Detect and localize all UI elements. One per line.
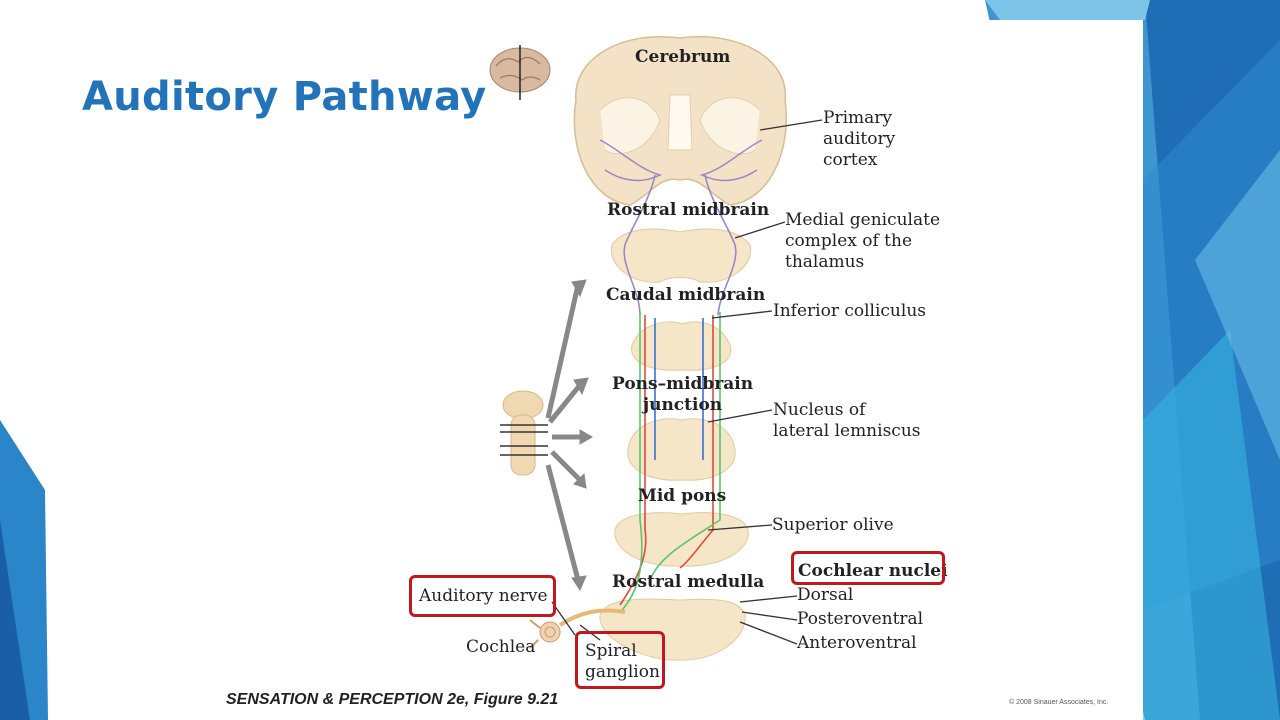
nucleus-lateral-lemniscus-label: Nucleus of lateral lemniscus [773,400,921,441]
superior-olive-label: Superior olive [772,515,894,535]
figure-caption: SENSATION & PERCEPTION 2e, Figure 9.21 [226,691,559,708]
mid-pons-section [614,512,749,567]
page-title: Auditory Pathway [82,74,487,120]
posteroventral-label: Posteroventral [797,609,924,629]
medial-geniculate-label: Medial geniculate complex of the thalamu… [785,210,941,272]
caudal-midbrain-section [631,321,732,371]
auditory-nerve-highlight-box [409,575,556,617]
brainstem-icon [500,390,548,476]
cerebrum-section [573,36,787,206]
caudal-midbrain-label: Caudal midbrain [606,285,766,305]
leader-lines [551,119,823,645]
primary-auditory-cortex-label: Primary auditory cortex [823,108,896,170]
cochlea-illustration [529,619,561,649]
copyright-notice: © 2008 Sinauer Associates, Inc. [1009,699,1109,706]
brain-icon [489,45,551,100]
spiral-ganglion-highlight-box [575,631,665,689]
spiral-ganglion-label: Spiral ganglion [585,641,660,682]
pons-midbrain-section [627,418,736,481]
anteroventral-label: Anteroventral [797,633,917,653]
inferior-colliculus-label: Inferior colliculus [773,301,926,321]
mid-pons-label: Mid pons [638,486,727,506]
cerebrum-label: Cerebrum [635,47,731,67]
rostral-medulla-label: Rostral medulla [612,572,765,592]
rostral-midbrain-label: Rostral midbrain [607,200,770,220]
pons-midbrain-label: Pons–midbrain junction [612,374,754,415]
rostral-medulla-section [599,598,746,661]
cochlear-nuclei-label: Cochlear nuclei [798,561,948,581]
auditory-nerve-label: Auditory nerve [419,586,548,606]
dorsal-label: Dorsal [797,585,854,605]
cochlea-label: Cochlea [466,637,536,657]
rostral-midbrain-section [610,228,752,283]
level-arrows [545,279,593,592]
cochlear-nuclei-highlight-box [791,551,945,585]
